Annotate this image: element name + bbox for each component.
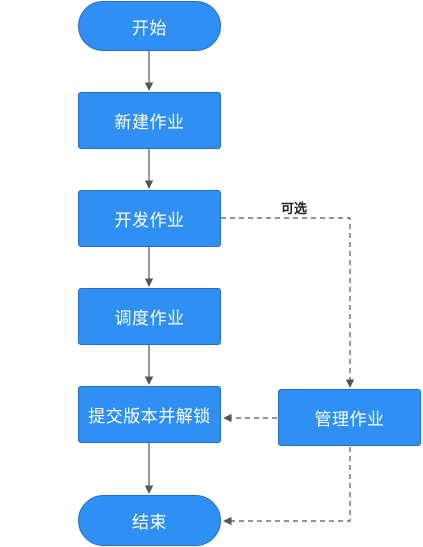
edge-develop-to-manage xyxy=(221,217,355,388)
edge-label-optional: 可选 xyxy=(281,202,308,217)
node-submit-unlock: 提交版本并解锁 xyxy=(78,386,221,443)
node-schedule-job: 调度作业 xyxy=(78,288,221,345)
edge-manage-to-end xyxy=(223,447,351,526)
node-develop-job: 开发作业 xyxy=(78,190,221,247)
node-end: 结束 xyxy=(78,495,221,546)
node-create-job: 新建作业 xyxy=(78,92,221,149)
node-manage-job: 管理作业 xyxy=(278,389,421,446)
node-start: 开始 xyxy=(78,1,221,51)
